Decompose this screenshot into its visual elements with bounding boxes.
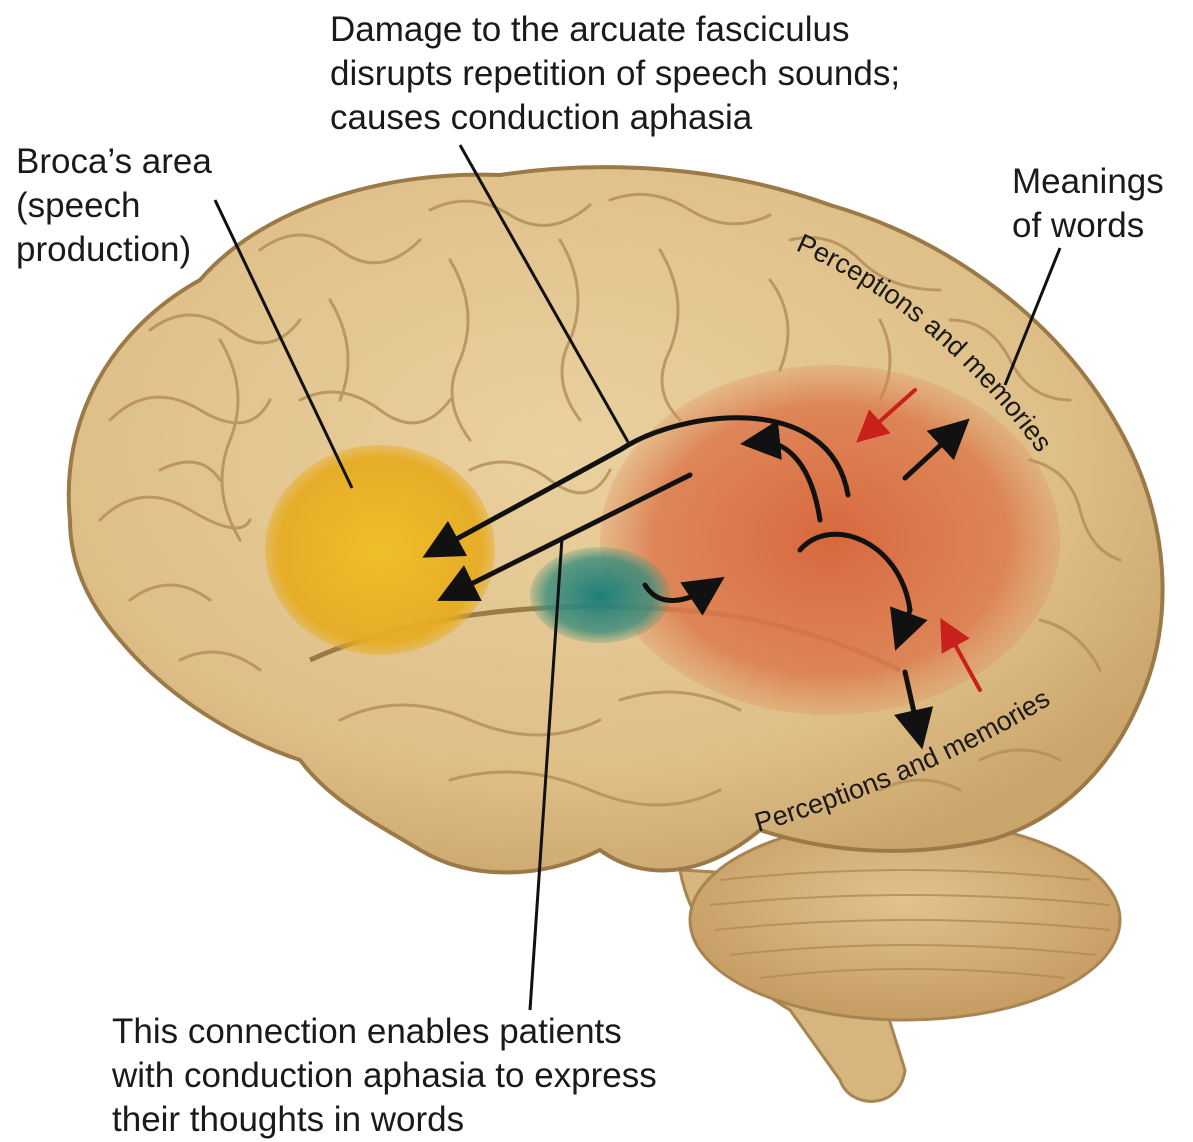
wernickes-area-region — [600, 365, 1060, 715]
label-brocas-area: Broca’s area (speech production) — [16, 140, 212, 272]
label-meanings-of-words: Meanings of words — [1012, 160, 1164, 248]
primary-auditory-region — [530, 547, 670, 643]
label-connection-enables: This connection enables patients with co… — [112, 1010, 657, 1142]
label-arcuate-damage: Damage to the arcuate fasciculus disrupt… — [330, 8, 900, 140]
brocas-area-region — [265, 445, 495, 655]
